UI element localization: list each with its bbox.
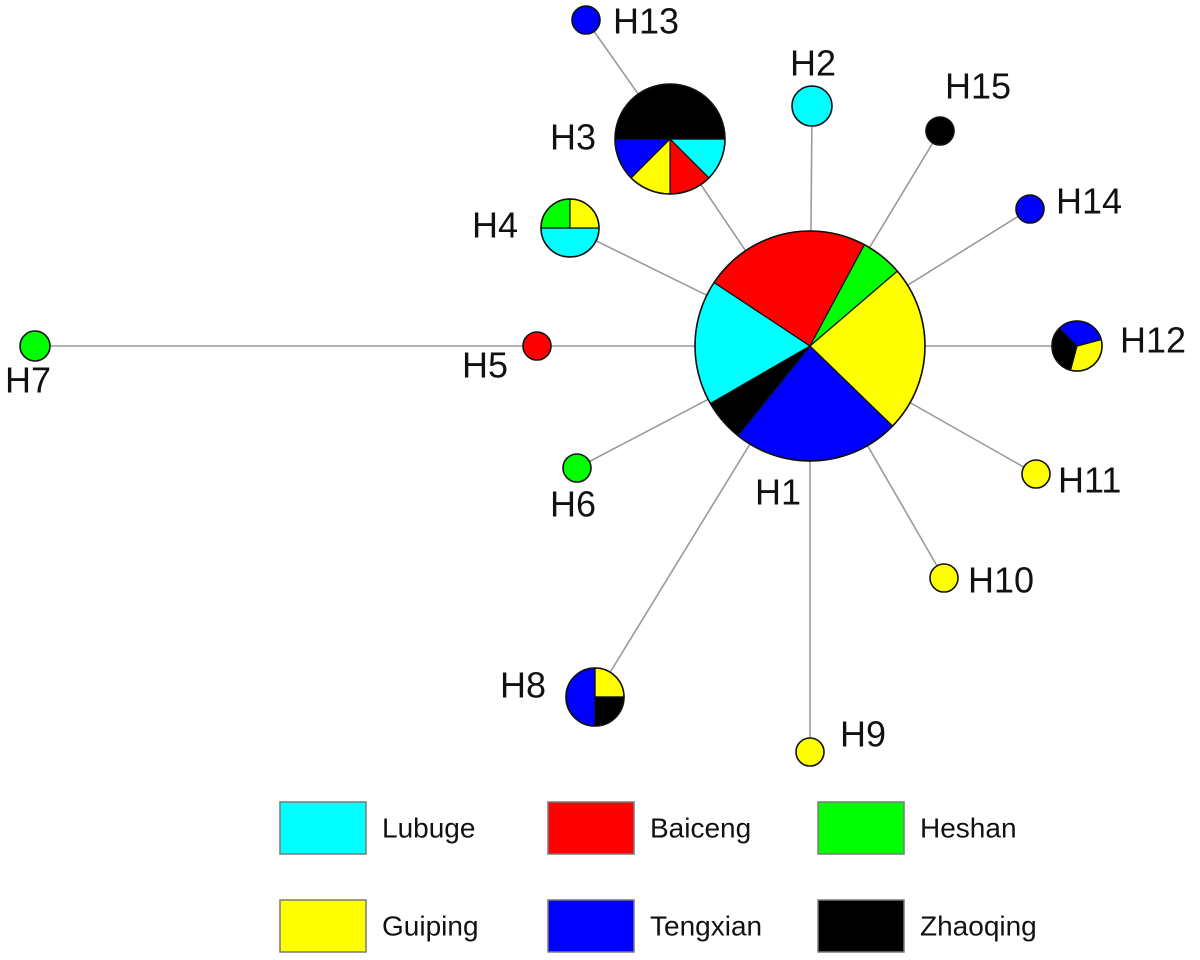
haplotype-label-h14: H14 (1056, 181, 1122, 222)
node-outline-h3 (614, 83, 726, 195)
legend-swatch-lubuge (279, 801, 367, 855)
legend-swatch-heshan (817, 801, 905, 855)
legend-label-heshan: Heshan (920, 812, 1017, 843)
pie-slice-h3-zhaoqing (614, 83, 726, 140)
haplotype-label-h12: H12 (1120, 320, 1186, 361)
node-outline-h4 (540, 198, 600, 258)
legend-label-tengxian: Tengxian (650, 910, 762, 941)
legend-label-lubuge: Lubuge (382, 812, 475, 843)
pie-slice-h2-lubuge (791, 85, 833, 127)
legend-label-guiping: Guiping (382, 910, 479, 941)
legend-label-baiceng: Baiceng (650, 812, 751, 843)
haplotype-label-h3: H3 (550, 117, 596, 158)
haplotype-node-h4 (540, 198, 600, 258)
legend-item-tengxian: Tengxian (547, 899, 762, 953)
node-outline-h1 (694, 230, 926, 462)
legend-swatch-guiping (279, 899, 367, 953)
pie-slice-h9-guiping (795, 737, 825, 767)
haplotype-node-h13 (571, 5, 601, 35)
haplotype-label-h5: H5 (462, 345, 508, 386)
haplotype-node-h12 (1051, 320, 1103, 372)
legend-swatch-tengxian (547, 899, 635, 953)
haplotype-label-h9: H9 (840, 714, 886, 755)
pie-slice-h13-tengxian (571, 5, 601, 35)
pie-slice-h6-heshan (562, 453, 592, 483)
legend-item-zhaoqing: Zhaoqing (817, 899, 1037, 953)
pie-slice-h8-tengxian (565, 667, 596, 727)
haplotype-node-h3 (614, 83, 726, 195)
pie-slice-h14-tengxian (1015, 194, 1045, 224)
pie-slice-h4-lubuge (540, 227, 600, 258)
legend-swatch-baiceng (547, 801, 635, 855)
haplotype-node-h14 (1015, 194, 1045, 224)
legend-item-heshan: Heshan (817, 801, 1017, 855)
node-outline-h8 (565, 667, 625, 727)
haplotype-label-h7: H7 (5, 360, 51, 401)
node-outline-h12 (1051, 320, 1103, 372)
haplotype-node-h8 (565, 667, 625, 727)
haplotype-node-h9 (795, 737, 825, 767)
haplotype-label-h4: H4 (472, 205, 518, 246)
haplotype-node-h7 (19, 330, 51, 362)
haplotype-label-h10: H10 (968, 560, 1034, 601)
haplotype-label-h13: H13 (613, 1, 679, 42)
haplotype-label-h6: H6 (550, 484, 596, 525)
legend-swatch-zhaoqing (817, 899, 905, 953)
haplotype-node-h10 (929, 563, 959, 593)
haplotype-node-h5 (522, 331, 552, 361)
legend-item-guiping: Guiping (279, 899, 479, 953)
haplotype-node-h6 (562, 453, 592, 483)
pie-slice-h7-heshan (19, 330, 51, 362)
pie-slice-h11-guiping (1021, 459, 1051, 489)
haplotype-nodes (19, 5, 1103, 767)
haplotype-label-h11: H11 (1058, 460, 1121, 501)
haplotype-label-h1: H1 (755, 472, 801, 513)
pie-slice-h5-baiceng (522, 331, 552, 361)
haplotype-node-h2 (791, 85, 833, 127)
haplotype-label-h8: H8 (500, 665, 546, 706)
haplotype-node-h11 (1021, 459, 1051, 489)
pie-slice-h10-guiping (929, 563, 959, 593)
haplotype-label-h2: H2 (790, 43, 836, 84)
legend-item-baiceng: Baiceng (547, 801, 751, 855)
haplotype-node-h15 (925, 116, 955, 146)
haplotype-label-h15: H15 (945, 66, 1011, 107)
haplotype-node-h1 (694, 230, 926, 462)
legend-item-lubuge: Lubuge (279, 801, 475, 855)
pie-slice-h15-zhaoqing (925, 116, 955, 146)
legend-label-zhaoqing: Zhaoqing (920, 910, 1037, 941)
